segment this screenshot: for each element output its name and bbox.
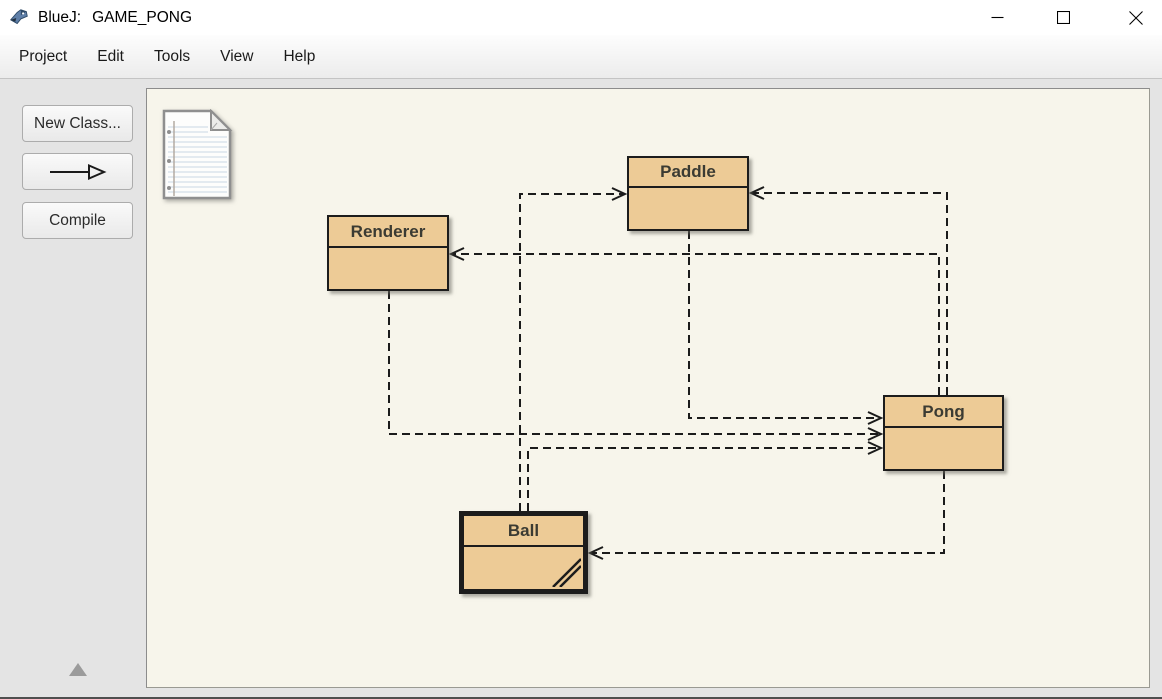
dependency-ball-to-pong[interactable] [527,441,884,511]
class-name-label: Paddle [629,158,747,188]
class-renderer[interactable]: Renderer [327,215,449,291]
class-name-label: Ball [464,516,583,547]
uncompiled-hatch-icon [552,558,581,587]
minimize-button[interactable] [974,0,1020,35]
menu-item-edit[interactable]: Edit [97,47,124,65]
class-paddle[interactable]: Paddle [627,156,749,231]
minimize-icon [991,16,1003,19]
uses-arrow-button[interactable] [22,153,133,190]
dependency-pong-to-paddle[interactable] [748,186,948,395]
menu-bar: Project Edit Tools View Help [0,35,1162,79]
menu-item-view[interactable]: View [220,47,254,65]
class-body-section [464,547,583,589]
dependency-renderer-to-pong[interactable] [388,291,884,441]
class-body-section [885,428,1002,469]
new-class-button[interactable]: New Class... [22,105,133,142]
class-body-section [629,188,747,229]
menu-item-tools[interactable]: Tools [153,47,191,65]
class-pong[interactable]: Pong [883,395,1004,471]
dependency-paddle-to-pong[interactable] [688,231,884,425]
dependency-pong-to-renderer[interactable] [448,247,940,395]
app-title-prefix: BlueJ: [38,8,82,26]
project-name: GAME_PONG [92,8,193,26]
compile-button[interactable]: Compile [22,202,133,239]
menu-item-project[interactable]: Project [19,47,68,65]
close-button[interactable] [1113,0,1159,35]
maximize-button[interactable] [1040,0,1086,35]
up-triangle-icon[interactable] [69,663,87,676]
menu-item-help[interactable]: Help [283,47,316,65]
dependency-pong-to-ball[interactable] [587,471,945,560]
class-name-label: Renderer [329,217,447,248]
class-name-label: Pong [885,397,1002,428]
readme-note-icon[interactable] [161,109,233,201]
title-bar: BlueJ: GAME_PONG [0,0,1162,35]
bluej-bird-icon [10,8,28,24]
dependency-ball-to-paddle[interactable] [519,187,628,511]
dependency-arrows-layer [388,186,948,560]
uses-dependency-arrow-icon [49,163,107,180]
maximize-icon [1056,11,1070,24]
close-icon [1129,10,1143,25]
class-body-section [329,248,447,289]
class-ball[interactable]: Ball [459,511,588,594]
